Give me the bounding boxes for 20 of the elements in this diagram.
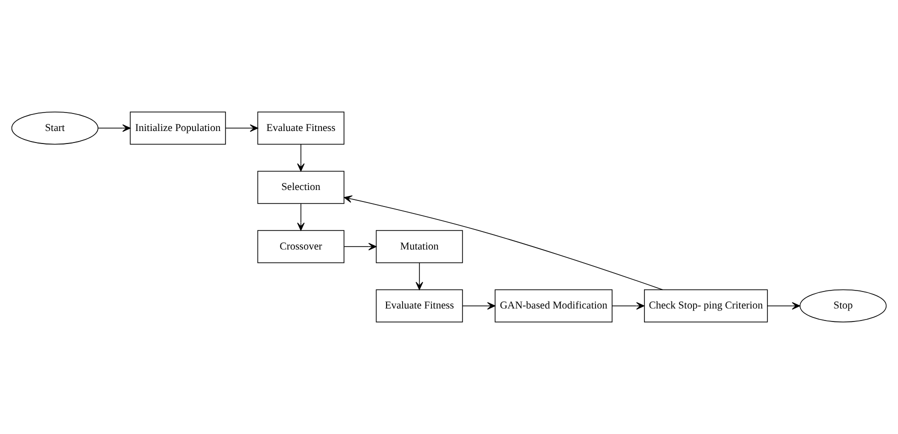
- node-box: Initialize Population: [130, 112, 226, 145]
- arrow: [297, 203, 305, 231]
- arrow: [225, 124, 258, 132]
- node-ellipse: Start: [11, 112, 98, 145]
- arrow: [297, 144, 305, 172]
- arrow: [462, 302, 496, 310]
- arrow: [344, 195, 664, 290]
- node-box: Mutation: [376, 230, 463, 264]
- arrow: [767, 302, 800, 310]
- node-box: Evaluate Fitness: [376, 289, 463, 322]
- node-ellipse: Stop: [800, 289, 887, 322]
- arrow: [344, 242, 377, 250]
- node-box: Crossover: [257, 230, 344, 264]
- node-box: Selection: [257, 170, 344, 204]
- node-box: Evaluate Fitness: [257, 112, 344, 145]
- arrow: [612, 302, 644, 310]
- node-box: Check Stop- ping Criterion: [644, 289, 768, 322]
- node-box: GAN-based Modification: [494, 289, 612, 322]
- arrow: [98, 124, 131, 132]
- arrow: [416, 262, 424, 290]
